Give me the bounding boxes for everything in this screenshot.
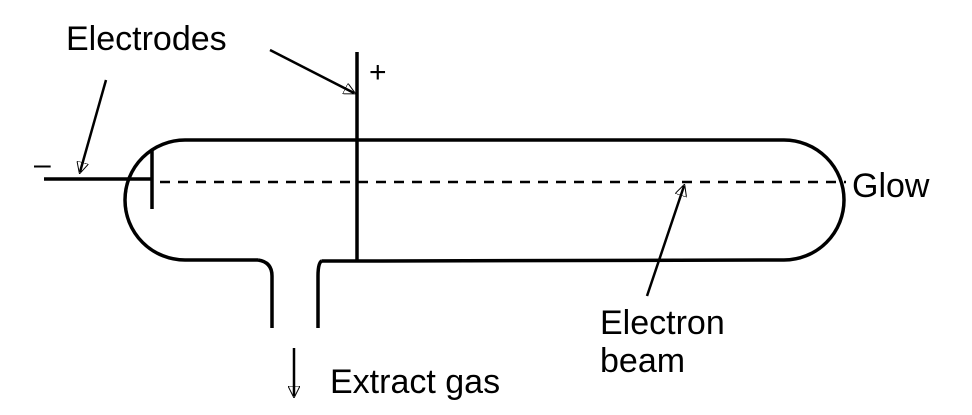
- exhaust-tube-left-wall: [257, 258, 274, 328]
- extract-gas-label: Extract gas: [330, 363, 501, 401]
- exhaust-tube-right-wall: [316, 259, 323, 328]
- electron-beam-label-line2: beam: [600, 342, 686, 381]
- positive-sign-label: +: [369, 56, 387, 89]
- electrodes-arrow-to-anode: [269, 48, 354, 93]
- electrodes-arrow-to-cathode: [80, 79, 108, 172]
- electrodes-label: Electrodes: [66, 20, 227, 58]
- electron-beam-label: Electron beam: [600, 304, 725, 380]
- electron-beam-label-line1: Electron: [600, 304, 725, 342]
- glow-label: Glow: [852, 167, 930, 205]
- electron-beam-arrow: [645, 186, 684, 297]
- tube-outline: [123, 138, 846, 263]
- negative-sign-label: –: [34, 148, 51, 181]
